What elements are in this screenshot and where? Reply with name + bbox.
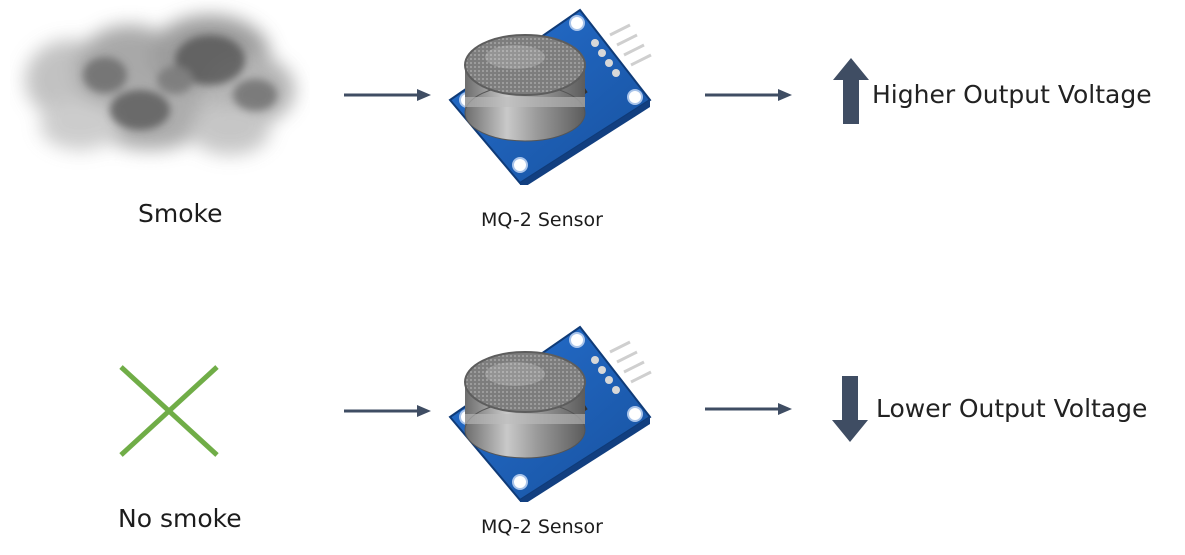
smoke-cloud-icon bbox=[10, 0, 310, 180]
sensor-label: MQ-2 Sensor bbox=[481, 516, 603, 538]
flow-arrow bbox=[704, 86, 794, 104]
input-label: Smoke bbox=[138, 199, 223, 228]
flow-arrow bbox=[343, 402, 433, 420]
down-arrow-icon bbox=[832, 376, 868, 442]
row-smoke: Smoke bbox=[0, 0, 1185, 277]
mq2-sensor-icon bbox=[445, 322, 655, 502]
sensor-label: MQ-2 Sensor bbox=[481, 209, 603, 231]
row-no-smoke: No smoke bbox=[0, 277, 1185, 555]
output-label: Higher Output Voltage bbox=[872, 80, 1152, 109]
x-mark-icon bbox=[118, 365, 220, 457]
flow-arrow bbox=[343, 86, 433, 104]
mq2-sensor-icon bbox=[445, 5, 655, 185]
output-label: Lower Output Voltage bbox=[876, 394, 1148, 423]
up-arrow-icon bbox=[833, 58, 869, 124]
input-label: No smoke bbox=[118, 504, 242, 533]
flow-arrow bbox=[704, 400, 794, 418]
